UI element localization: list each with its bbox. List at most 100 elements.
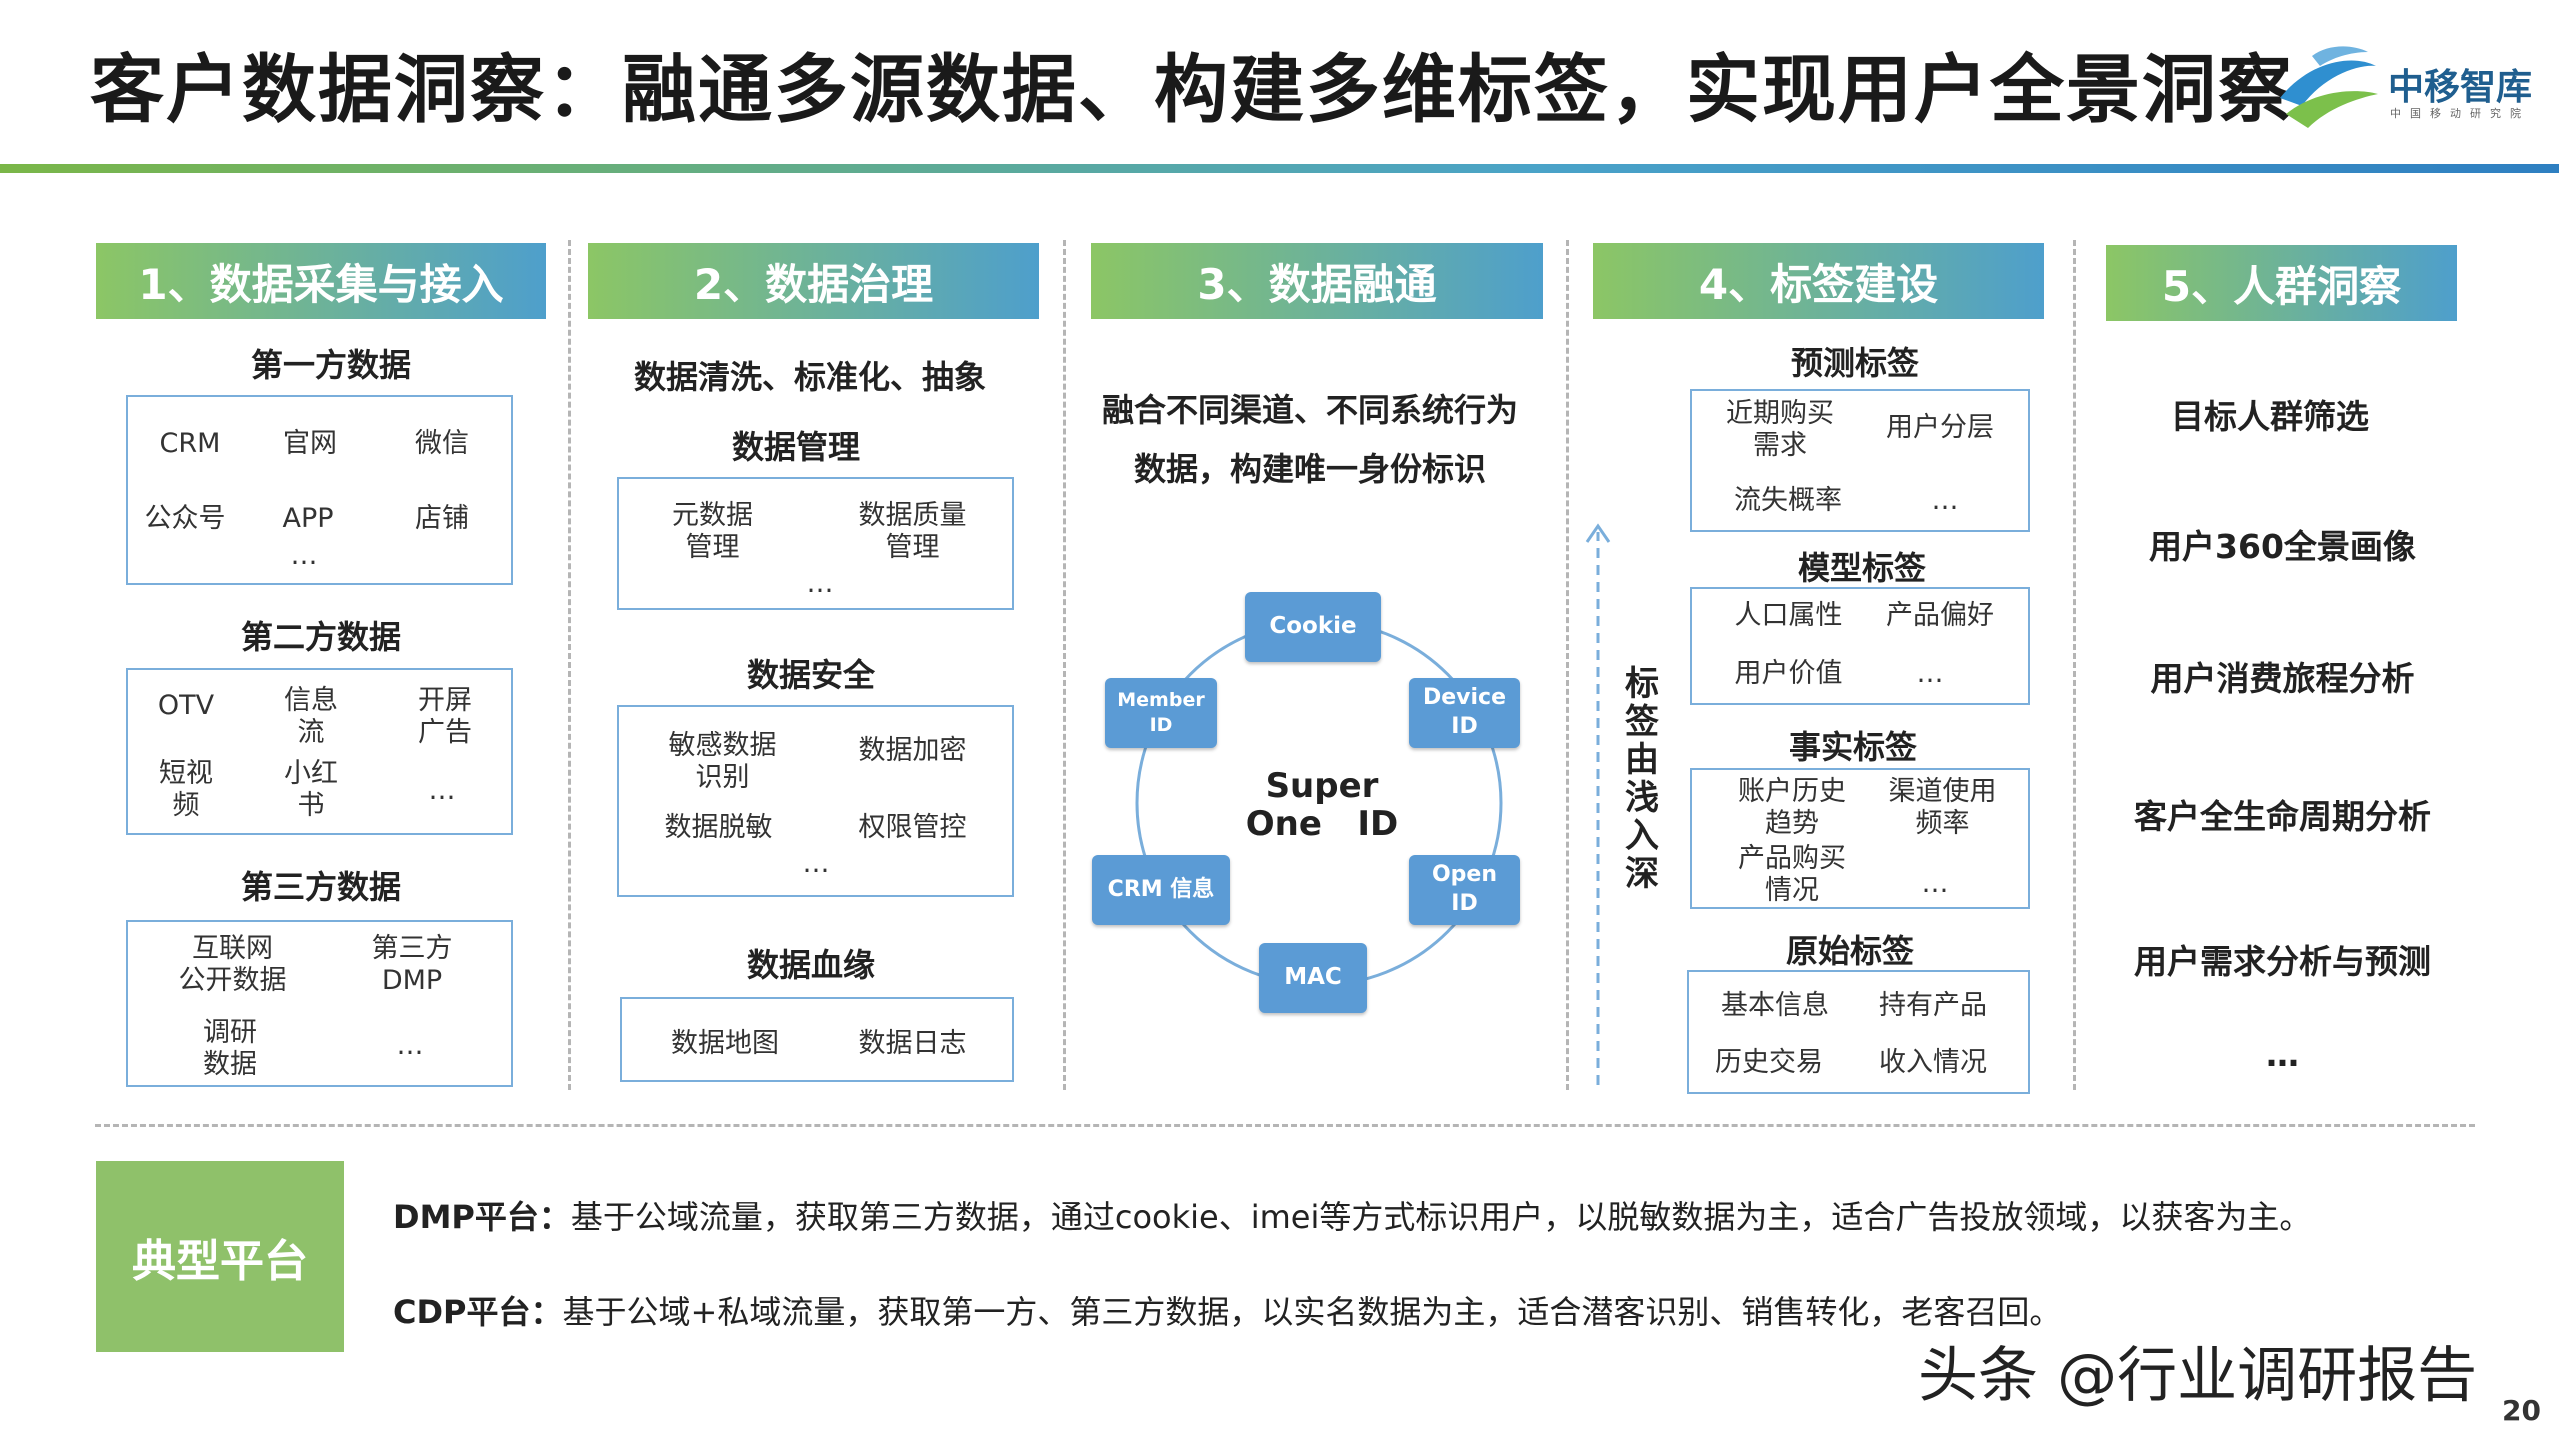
fact-tag: 产品购买 情况 <box>1738 843 1846 907</box>
raw-tag: 历史交易 <box>1715 1047 1823 1078</box>
cdp-label: CDP平台： <box>393 1293 563 1331</box>
dmp-text: 基于公域流量，获取第三方数据，通过cookie、imei等方式标识用户，以脱敏数… <box>570 1198 2312 1236</box>
col4-header: 4、标签建设 <box>1593 243 2044 319</box>
page-title: 客户数据洞察：融通多源数据、构建多维标签，实现用户全景洞察 <box>90 47 2294 133</box>
raw-tag: 收入情况 <box>1879 1047 1987 1078</box>
second-party-item: OTV <box>157 690 215 721</box>
model-tag: … <box>1916 658 1944 689</box>
logo-mark-icon <box>2280 46 2378 128</box>
model-tag: 产品偏好 <box>1886 600 1994 631</box>
insight-item: 目标人群筛选 <box>2171 397 2369 436</box>
second-party-box <box>126 668 513 835</box>
raw-tag: 持有产品 <box>1879 990 1987 1021</box>
node-member-id: Member ID <box>1105 678 1217 748</box>
raw-tags-box <box>1687 970 2030 1094</box>
third-party-item: 互联网 公开数据 <box>178 933 287 997</box>
fact-tags-box <box>1690 768 2030 909</box>
insight-item: 用户消费旅程分析 <box>2150 659 2415 698</box>
second-party-item: 短视 频 <box>159 758 213 822</box>
data-security-item: 权限管控 <box>858 812 967 843</box>
fusion-desc-line1: 融合不同渠道、不同系统行为 <box>1101 391 1518 429</box>
column-divider <box>2073 240 2076 1090</box>
node-mac: MAC <box>1259 943 1367 1013</box>
third-party-title: 第三方数据 <box>240 868 401 906</box>
data-security-item: 数据加密 <box>858 735 967 766</box>
insight-item: … <box>2266 1035 2299 1074</box>
insight-item: 用户360全景画像 <box>2149 527 2416 566</box>
col2-header: 2、数据治理 <box>588 243 1039 319</box>
third-party-item: 调研 数据 <box>203 1017 257 1081</box>
column-divider <box>568 240 571 1090</box>
insight-item: 客户全生命周期分析 <box>2134 797 2431 836</box>
fusion-desc-line2: 数据，构建唯一身份标识 <box>1133 450 1486 488</box>
first-party-item: 微信 <box>415 428 469 459</box>
node-device-id: Device ID <box>1409 678 1520 748</box>
data-security-item: 数据脱敏 <box>664 812 773 843</box>
data-lineage-item: 数据地图 <box>671 1028 779 1059</box>
data-security-box <box>617 705 1014 897</box>
first-party-item: CRM <box>159 428 221 459</box>
fact-tag: … <box>1921 868 1949 899</box>
dmp-platform-line: DMP平台：基于公域流量，获取第三方数据，通过cookie、imei等方式标识用… <box>393 1192 2311 1238</box>
fact-tags-title: 事实标签 <box>1788 728 1917 766</box>
first-party-item: … <box>290 540 318 571</box>
first-party-item: 官网 <box>283 428 337 459</box>
data-security-item: 敏感数据 识别 <box>668 730 777 794</box>
first-party-item: 店铺 <box>415 503 469 534</box>
insight-item: 用户需求分析与预测 <box>2134 942 2431 981</box>
watermark: 头条 @行业调研报告 <box>1918 1341 2478 1411</box>
model-tags-title: 模型标签 <box>1797 549 1926 587</box>
third-party-box <box>126 920 513 1087</box>
cdp-platform-line: CDP平台：基于公域+私域流量，获取第一方、第三方数据，以实名数据为主，适合潜客… <box>393 1287 2061 1333</box>
fact-tag: 渠道使用 频率 <box>1888 776 1997 840</box>
third-party-item: 第三方 DMP <box>371 933 453 997</box>
predict-tag: 流失概率 <box>1734 485 1842 516</box>
first-party-item: APP <box>282 503 334 534</box>
data-lineage-box <box>620 997 1014 1082</box>
raw-tag: 基本信息 <box>1721 990 1829 1021</box>
first-party-title: 第一方数据 <box>250 346 411 384</box>
raw-tags-title: 原始标签 <box>1785 932 1914 970</box>
second-party-item: … <box>428 775 456 806</box>
logo-subtitle: 中国移动研究院 <box>2390 107 2530 120</box>
super-id-line1: Super <box>1265 766 1379 806</box>
first-party-item: 公众号 <box>144 503 226 534</box>
col5-header: 5、人群洞察 <box>2106 245 2457 321</box>
column-divider <box>1566 240 1569 1090</box>
model-tag: 人口属性 <box>1734 600 1843 631</box>
fact-tag: 账户历史 趋势 <box>1738 776 1846 840</box>
data-management-title: 数据管理 <box>731 428 860 466</box>
depth-arrow-label: 标签由浅入深 <box>1625 664 1659 894</box>
predict-tag: 用户分层 <box>1886 412 1994 443</box>
data-security-title: 数据安全 <box>746 656 875 694</box>
section-divider <box>95 1124 2475 1127</box>
first-party-box <box>126 395 513 585</box>
header-divider <box>0 164 2559 173</box>
col1-header: 1、数据采集与接入 <box>96 243 546 319</box>
column-divider <box>1063 240 1066 1090</box>
platform-label: 典型平台 <box>96 1161 344 1352</box>
data-lineage-title: 数据血缘 <box>746 946 875 984</box>
node-open-id: Open ID <box>1409 855 1520 925</box>
model-tag: 用户价值 <box>1734 658 1843 689</box>
node-crm-info: CRM 信息 <box>1092 855 1230 925</box>
data-management-item: … <box>806 568 834 599</box>
dmp-label: DMP平台： <box>393 1198 571 1236</box>
node-cookie: Cookie <box>1245 592 1381 662</box>
third-party-item: … <box>396 1030 424 1061</box>
depth-arrow-icon <box>1585 523 1611 1085</box>
second-party-item: 小红 书 <box>284 758 338 822</box>
super-id-line2: One ID <box>1245 804 1399 844</box>
predict-tag: … <box>1931 485 1959 516</box>
governance-intro: 数据清洗、标准化、抽象 <box>633 358 986 396</box>
second-party-item: 开屏 广告 <box>418 685 472 749</box>
predict-tags-title: 预测标签 <box>1790 344 1919 382</box>
model-tags-box <box>1690 587 2030 705</box>
predict-tag: 近期购买 需求 <box>1726 398 1834 462</box>
col3-header: 3、数据融通 <box>1091 243 1543 319</box>
data-lineage-item: 数据日志 <box>858 1028 967 1059</box>
page-number: 20 <box>2502 1394 2541 1427</box>
logo-name: 中移智库 <box>2388 67 2533 108</box>
predict-tags-box <box>1690 389 2030 532</box>
second-party-title: 第二方数据 <box>240 618 401 656</box>
